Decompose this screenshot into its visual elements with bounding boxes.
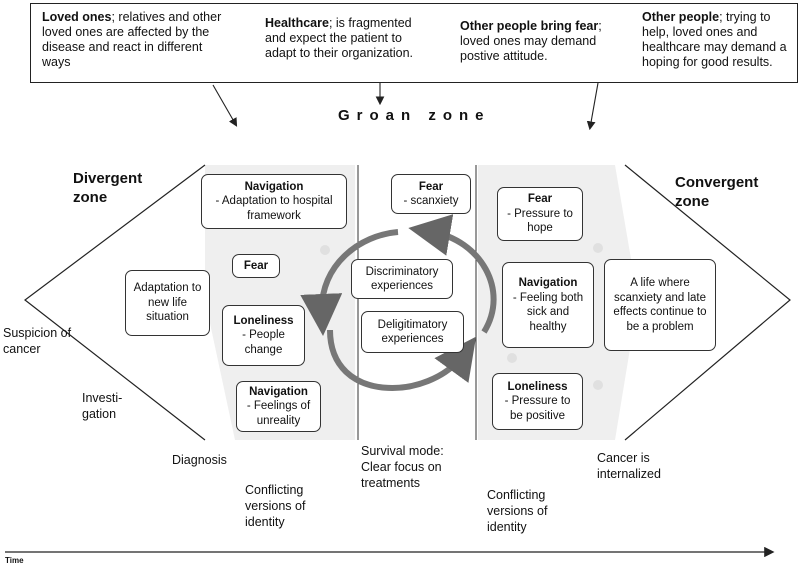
box-heading: Navigation	[518, 277, 578, 289]
box-text: - People change	[242, 329, 285, 356]
other-people-bold: Other people	[642, 10, 720, 24]
box-fear-center: Fear - scanxiety	[391, 174, 471, 214]
box-text: - scanxiety	[403, 195, 459, 207]
box-text: A life where scanxiety and late effects …	[613, 277, 707, 333]
box-text: - Pressure to hope	[507, 207, 573, 235]
box-navigation-unreality: Navigation - Feelings of unreality	[236, 381, 321, 432]
other-fear-text: Other people bring fear; loved ones may …	[460, 19, 612, 64]
cycle-arrow-right	[408, 214, 497, 334]
box-life-scanxiety: A life where scanxiety and late effects …	[604, 259, 716, 351]
cycle-arrow-top-left	[300, 229, 399, 336]
box-text: Deligitimatory experiences	[377, 318, 448, 346]
other-fear-bold: Other people bring fear	[460, 19, 599, 33]
label-suspicion: Suspicion of cancer	[3, 326, 72, 356]
box-navigation-adaptation: Navigation - Adaptation to hospital fram…	[201, 174, 347, 229]
loved-ones-text: Loved ones; relatives and other loved on…	[42, 10, 227, 70]
box-text: - Feeling both sick and healthy	[512, 291, 584, 333]
box-loneliness-left: Loneliness - People change	[222, 305, 305, 366]
box-text: Adaptation to new life situation	[133, 282, 202, 324]
box-text: - Adaptation to hospital framework	[215, 195, 333, 222]
other-people-rest: ; trying to help, loved ones and healthc…	[642, 10, 787, 69]
healthcare-text: Healthcare; is fragmented and expect the…	[265, 16, 430, 61]
other-fear-rest: ; loved ones may demand postive attitude…	[460, 19, 602, 63]
divergent-zone-title: Divergent zone	[73, 170, 143, 206]
box-heading: Fear	[527, 193, 553, 206]
box-heading: Fear	[243, 259, 269, 272]
box-text: - Pressure to be positive	[504, 395, 571, 422]
healthcare-rest: ; is fragmented and expect the patient t…	[265, 16, 414, 60]
box-loneliness-right: Loneliness - Pressure to be positive	[492, 373, 583, 430]
label-diagnosis: Diagnosis	[172, 453, 227, 467]
label-conflicting-right: Conflicting versions of identity	[487, 488, 548, 534]
convergent-outline	[624, 164, 791, 441]
box-text: - Feelings of unreality	[246, 400, 311, 427]
label-survival-mode: Survival mode: Clear focus on treatments	[361, 444, 444, 490]
box-heading: Loneliness	[507, 380, 568, 393]
other-people-text: Other people; trying to help, loved ones…	[642, 10, 794, 70]
box-adaptation-life: Adaptation to new life situation	[125, 270, 210, 336]
loved-ones-bold: Loved ones	[42, 10, 112, 24]
box-heading: Navigation	[249, 385, 308, 398]
divergent-outline	[24, 164, 206, 441]
box-heading: Loneliness	[233, 314, 294, 327]
label-investigation: Investi- gation	[82, 391, 123, 421]
cycle-arrow-bottom	[327, 329, 477, 391]
left-shade	[205, 165, 355, 440]
label-cancer-internalized: Cancer is internalized	[597, 451, 661, 481]
box-discriminatory: Discriminatory experiences	[351, 259, 453, 299]
box-fear-right: Fear - Pressure to hope	[497, 187, 583, 241]
box-heading: Fear	[418, 180, 444, 193]
groan-zone-title: Groan zone	[338, 107, 491, 124]
box-navigation-sick: Navigation - Feeling both sick and healt…	[502, 262, 594, 348]
label-conflicting-left: Conflicting versions of identity	[245, 483, 306, 529]
healthcare-bold: Healthcare	[265, 16, 329, 30]
top-panel	[30, 3, 798, 83]
box-text: Discriminatory experiences	[365, 265, 439, 293]
box-heading: Navigation	[244, 180, 304, 193]
convergent-zone-title: Convergent zone	[675, 174, 759, 210]
box-deligitimatory: Deligitimatory experiences	[361, 311, 464, 353]
box-fear-left: Fear	[232, 254, 280, 278]
loved-ones-rest: ; relatives and other loved ones are aff…	[42, 10, 222, 69]
label-time: Time	[5, 556, 24, 565]
